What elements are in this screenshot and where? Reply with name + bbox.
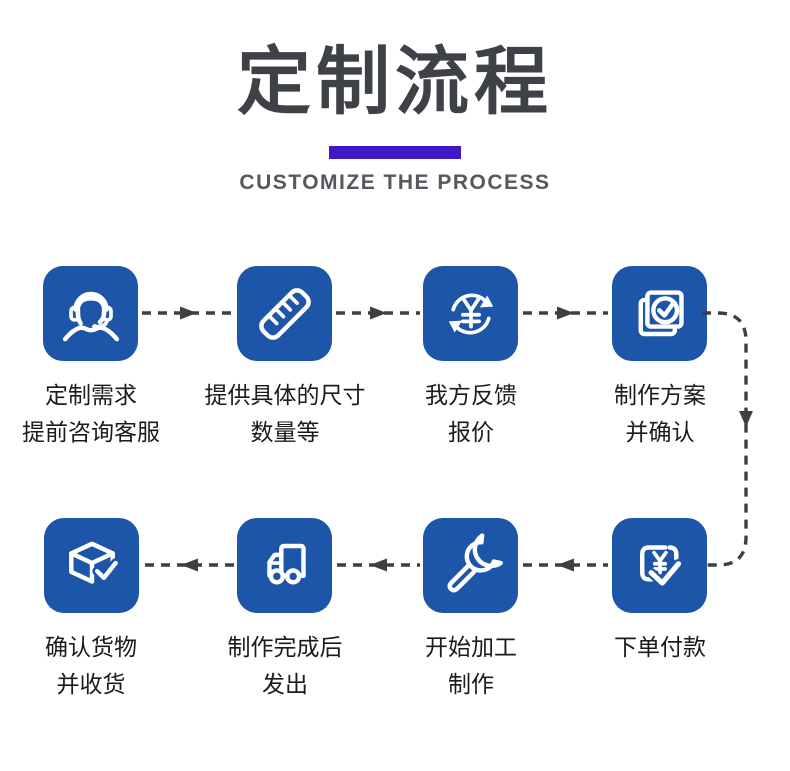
- step-label-line: 制作方案: [614, 382, 706, 408]
- step-label-line: 制作: [448, 671, 494, 697]
- step-label-8: 确认货物 并收货: [0, 629, 196, 703]
- arrow-step4-to-step5-connector-icon: [702, 311, 753, 567]
- step-tile-1: [43, 266, 138, 361]
- arrow-step5-to-step6-icon: [523, 558, 608, 572]
- step-label-4: 制作方案 并确认: [555, 377, 765, 451]
- customer-service-headset-icon: [62, 291, 119, 341]
- step-label-1: 定制需求 提前咨询客服: [0, 377, 196, 451]
- step-label-line: 并确认: [625, 419, 695, 445]
- step-label-7: 制作完成后 发出: [180, 629, 390, 703]
- page-subtitle: CUSTOMIZE THE PROCESS: [239, 171, 551, 194]
- step-label-line: 制作完成后: [227, 634, 343, 660]
- step-tile-5: [612, 518, 707, 613]
- step-label-6: 开始加工 制作: [366, 629, 576, 703]
- step-label-line: 发出: [262, 671, 308, 697]
- step-tile-4: [612, 266, 707, 361]
- arrow-step2-to-step3-icon: [336, 306, 420, 320]
- page-title: 定制流程: [237, 40, 553, 123]
- step-tile-7: [237, 518, 332, 613]
- ruler-icon: [258, 287, 311, 340]
- step-label-2: 提供具体的尺寸 数量等: [180, 377, 390, 451]
- package-received-icon: [68, 541, 120, 584]
- arrow-step6-to-step7-icon: [337, 558, 420, 572]
- arrow-step1-to-step2-icon: [142, 306, 234, 320]
- pay-order-icon: [639, 544, 683, 588]
- title-accent-bar: [329, 146, 461, 159]
- wrench-icon: [447, 532, 503, 592]
- step-label-line: 开始加工: [425, 634, 517, 660]
- step-label-line: 确认货物: [45, 634, 137, 660]
- step-label-3: 我方反馈 报价: [366, 377, 576, 451]
- step-label-5: 下单付款: [555, 629, 765, 666]
- step-tile-2: [237, 266, 332, 361]
- step-label-line: 定制需求: [45, 382, 137, 408]
- step-tile-8: [44, 518, 139, 613]
- step-label-line: 我方反馈: [425, 382, 517, 408]
- step-label-line: 并收货: [56, 671, 126, 697]
- step-tile-3: [423, 266, 518, 361]
- step-tile-6: [423, 518, 518, 613]
- arrow-step3-to-step4-icon: [523, 306, 608, 320]
- step-label-line: 下单付款: [614, 634, 706, 660]
- delivery-truck-icon: [266, 543, 306, 584]
- step-label-line: 提前咨询客服: [22, 419, 160, 445]
- step-label-line: 提供具体的尺寸: [204, 382, 366, 408]
- arrow-step7-to-step8-icon: [145, 558, 234, 572]
- step-label-line: 数量等: [250, 419, 320, 445]
- documents-check-icon: [638, 289, 684, 336]
- step-label-line: 报价: [448, 419, 494, 445]
- currency-exchange-icon: [448, 292, 493, 335]
